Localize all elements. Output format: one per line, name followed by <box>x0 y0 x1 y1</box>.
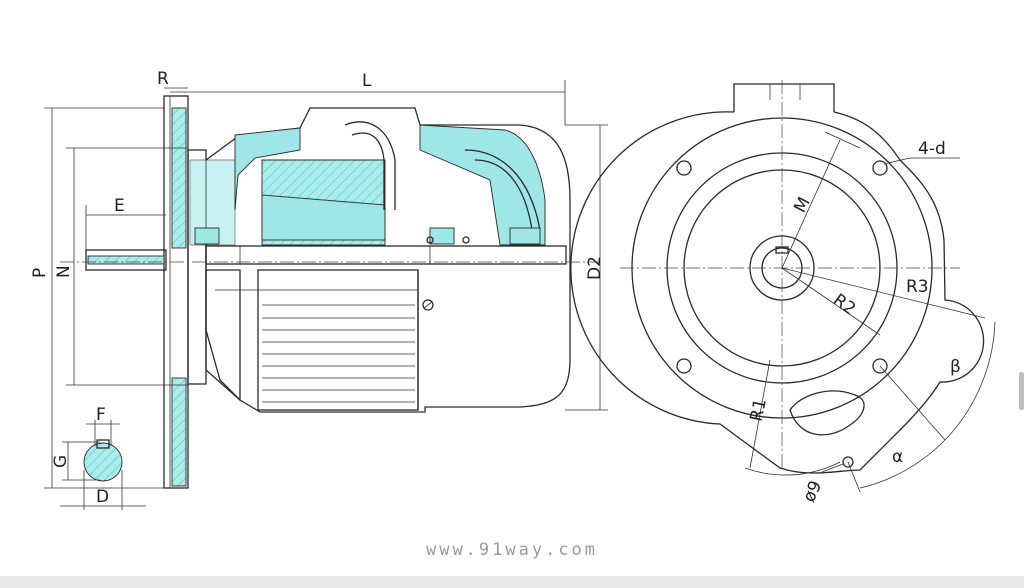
motor-shaft <box>85 249 167 271</box>
shaft-section-view: F G D <box>51 405 146 510</box>
label-beta: β <box>950 357 961 377</box>
label-d2: D2 <box>585 256 605 280</box>
label-e: E <box>114 196 125 216</box>
label-r1: R1 <box>747 397 771 423</box>
label-l: L <box>362 71 372 91</box>
label-4-d: 4-d <box>918 139 946 159</box>
label-m: M <box>790 194 815 216</box>
bottom-bar <box>0 576 1024 588</box>
cooling-fins <box>257 269 419 411</box>
side-view: L R P N E D2 <box>30 69 608 489</box>
label-p: P <box>30 268 50 278</box>
label-g: G <box>51 455 71 468</box>
mounting-hole <box>872 160 888 176</box>
label-r: R <box>157 69 169 89</box>
scrollbar-thumb[interactable] <box>1019 372 1024 410</box>
end-shield-outline <box>570 111 985 474</box>
motor-housing-outline <box>205 107 571 413</box>
label-r3: R3 <box>906 277 929 297</box>
end-view: M 4-d R3 R2 R1 β α ø9 <box>570 80 996 506</box>
label-phi9: ø9 <box>799 478 826 506</box>
label-r2: R2 <box>829 290 859 319</box>
watermark: www.91way.com <box>425 540 599 560</box>
label-alpha: α <box>892 447 903 467</box>
label-n: N <box>54 265 74 278</box>
label-d: D <box>96 487 109 507</box>
label-f: F <box>96 405 106 425</box>
